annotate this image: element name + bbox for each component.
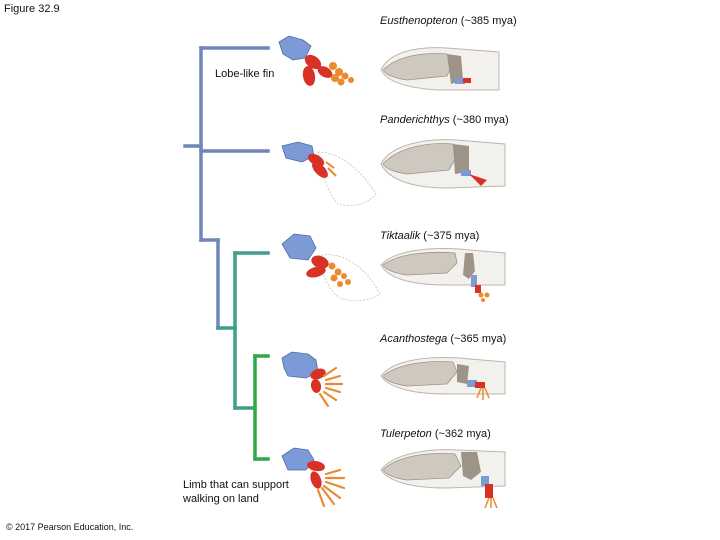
limb-skeleton-icon bbox=[281, 447, 346, 508]
head-silhouette-icon bbox=[380, 248, 506, 302]
copyright-notice: © 2017 Pearson Education, Inc. bbox=[6, 522, 134, 532]
taxon-label-tiktaalik: Tiktaalik (~375 mya) bbox=[380, 230, 480, 242]
limb-annotation: Limb that can support walking on land bbox=[183, 479, 289, 505]
fin-skeleton-icon bbox=[281, 233, 381, 302]
head-silhouette-icon bbox=[380, 449, 506, 509]
taxon-label-panderichthys: Panderichthys (~380 mya) bbox=[380, 114, 509, 126]
lobe-fin-annotation: Lobe-like fin bbox=[215, 68, 275, 80]
head-silhouette-icon bbox=[380, 139, 506, 189]
figure-label: Figure 32.9 bbox=[4, 3, 60, 15]
head-silhouette-icon bbox=[380, 47, 500, 91]
taxon-label-eusthenopteron: Eusthenopteron (~385 mya) bbox=[380, 15, 517, 27]
fin-skeleton-icon bbox=[281, 141, 377, 206]
taxon-label-acanthostega: Acanthostega (~365 mya) bbox=[380, 333, 507, 345]
limb-skeleton-icon bbox=[281, 351, 344, 408]
taxon-label-tulerpeton: Tulerpeton (~362 mya) bbox=[380, 428, 491, 440]
head-silhouette-icon bbox=[380, 357, 506, 400]
fin-skeleton-icon bbox=[278, 35, 354, 86]
